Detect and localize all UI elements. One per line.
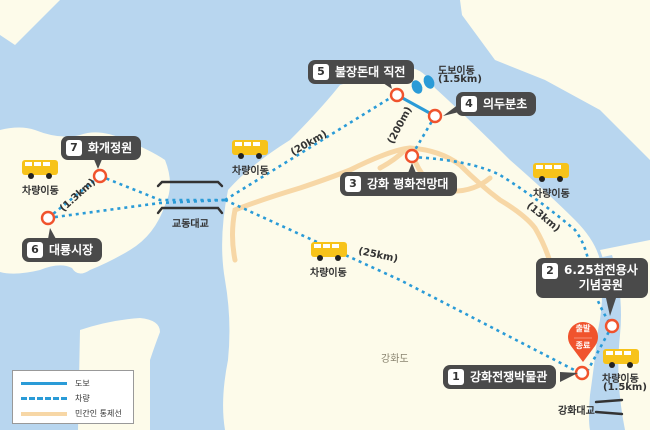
solid-line-icon: [21, 382, 67, 385]
label-pointer: [380, 81, 392, 89]
car-move-label: 차량이동: [602, 374, 639, 385]
stop-number: 1: [448, 369, 464, 385]
legend-car: 차량: [21, 393, 90, 404]
label-pointer: [560, 372, 578, 382]
stop-name: 의두분초: [483, 96, 528, 111]
stop-number: 3: [345, 176, 361, 192]
stop-label-2[interactable]: 2 6.25참전용사 기념공원: [536, 258, 648, 298]
stop-number: 2: [542, 263, 558, 279]
start-end-pin: 출발 종료: [566, 318, 600, 362]
label-pointer: [93, 157, 103, 169]
bus-icon: [232, 140, 268, 159]
stop-name: 강화 평화전망대: [367, 176, 449, 191]
stop-label-1[interactable]: 1 강화전쟁박물관: [443, 365, 557, 389]
distance-label: (1.5km): [438, 74, 482, 85]
legend-label: 차량: [75, 394, 90, 403]
bus-icon: [311, 242, 347, 261]
stop-label-7[interactable]: 7 화개정원: [61, 136, 142, 160]
legend-walk: 도보: [21, 378, 90, 389]
legend-civilian-line: 민간인 통제선: [21, 408, 122, 419]
stop-label-3[interactable]: 3 강화 평화전망대: [340, 172, 458, 196]
car-move-label: 차량이동: [533, 189, 570, 200]
stop-number: 4: [461, 96, 477, 112]
civilian-line-icon: [21, 411, 67, 416]
map-pin-icon: [568, 322, 598, 362]
bus-icon: [22, 160, 58, 179]
stop-name: 화개정원: [88, 140, 133, 155]
island-name: 강화도: [381, 354, 409, 365]
legend-label: 민간인 통제선: [75, 409, 122, 418]
stop-name: 대룡시장: [49, 242, 94, 257]
bus-icon: [533, 163, 569, 182]
label-pointer: [408, 163, 416, 173]
stop-label-6[interactable]: 6 대룡시장: [22, 238, 103, 262]
walk-move-label: 도보이동: [438, 66, 475, 77]
bus-icon: [603, 349, 639, 368]
bridge-label: 교동대교: [172, 219, 209, 230]
label-pointer: [443, 104, 459, 116]
legend-label: 도보: [75, 379, 90, 388]
dotted-line-icon: [21, 397, 67, 400]
distance-label: (1.5km): [603, 382, 647, 393]
bridge-label: 강화대교: [558, 406, 595, 417]
start-label: 출발: [575, 324, 591, 333]
stop-name: 불장돈대 직전: [335, 64, 406, 79]
car-move-label: 차량이동: [310, 268, 347, 279]
stop-name: 강화전쟁박물관: [470, 369, 548, 384]
stop-number: 5: [313, 64, 329, 80]
label-pointer: [48, 228, 56, 239]
stop-name: 6.25참전용사: [564, 263, 638, 277]
map-legend: 도보 차량 민간인 통제선: [12, 370, 134, 424]
end-label: 종료: [575, 341, 591, 350]
car-move-label: 차량이동: [22, 186, 59, 197]
stop-label-4[interactable]: 4 의두분초: [456, 92, 537, 116]
car-move-label: 차량이동: [232, 166, 269, 177]
label-pointer: [606, 298, 616, 316]
stop-number: 7: [66, 140, 82, 156]
stop-label-5[interactable]: 5 불장돈대 직전: [308, 60, 415, 84]
stop-number: 6: [27, 242, 43, 258]
stop-name-line2: 기념공원: [578, 278, 623, 292]
